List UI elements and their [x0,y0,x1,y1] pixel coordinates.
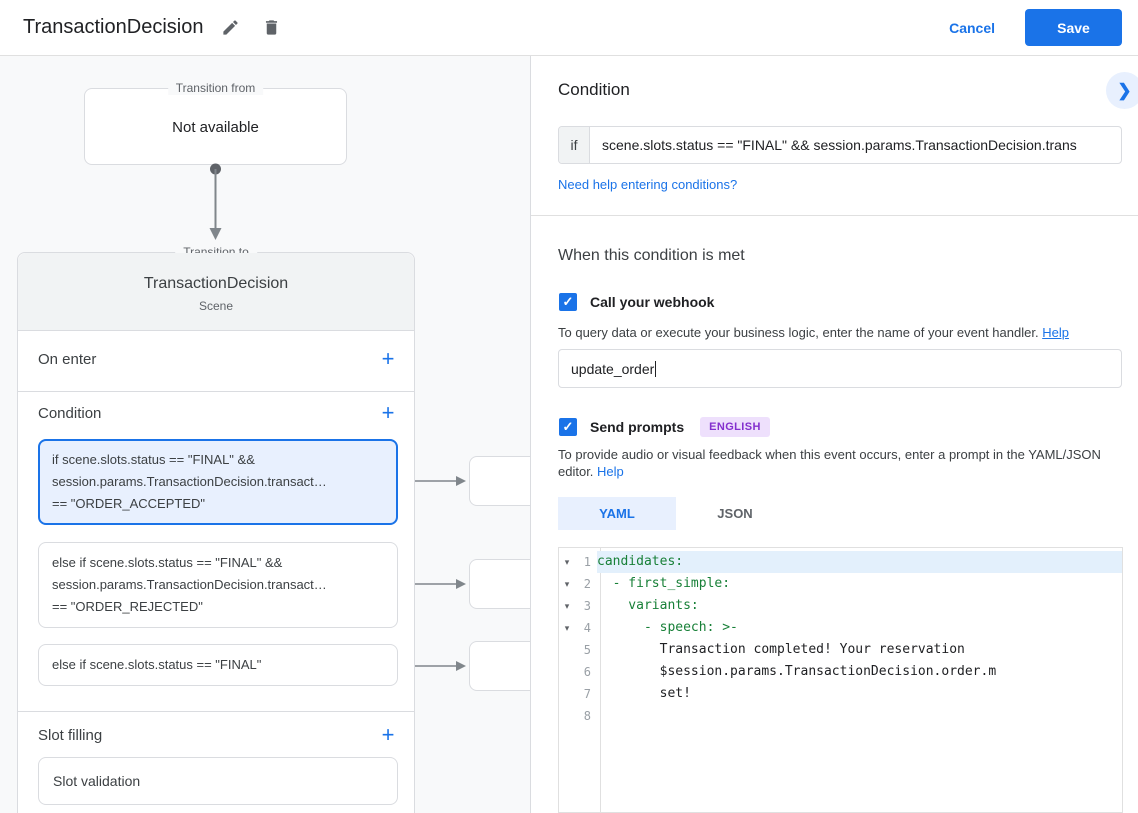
prompts-help-link[interactable]: Help [597,464,624,479]
condition-item-line: else if scene.slots.status == "FINAL" && [52,555,283,570]
webhook-name-value: update_order [571,360,655,377]
fold-toggle-icon[interactable]: ▾ [564,578,570,589]
transition-target-box[interactable] [469,559,530,609]
on-enter-label: On enter [38,351,97,368]
code-line[interactable]: set! [597,686,691,701]
transition-from-content: Not available [172,119,259,136]
prompts-label: Send prompts [590,419,685,435]
line-number: 5 [583,643,591,657]
line-number: 3 [583,599,591,613]
line-number: 2 [583,577,591,591]
condition-editor-panel: Condition ❯ if scene.slots.status == "FI… [531,56,1138,813]
webhook-helper-text: To query data or execute your business l… [558,325,1039,340]
collapse-panel-button[interactable]: ❯ [1106,72,1138,109]
fold-toggle-icon[interactable]: ▾ [564,556,570,567]
page-title: TransactionDecision [23,16,204,38]
transition-target-box[interactable] [469,456,530,506]
editor-line: 7 set! [559,683,1122,705]
section-divider [18,391,414,392]
condition-input[interactable]: if scene.slots.status == "FINAL" && sess… [558,126,1122,164]
webhook-helper: To query data or execute your business l… [558,324,1069,341]
conditions-help-link[interactable]: Need help entering conditions? [558,177,738,192]
gutter-separator [600,548,601,812]
chevron-right-icon: ❯ [1117,80,1132,100]
prompts-helper: To provide audio or visual feedback when… [558,446,1120,480]
transition-from-box: Transition from Not available [84,81,347,165]
tab-yaml[interactable]: YAML [558,497,676,530]
edit-button[interactable] [217,14,244,41]
editor-line: ▾ 3 variants: [559,595,1122,617]
prompts-checkbox[interactable]: ✓ [559,418,577,436]
scene-name: TransactionDecision [143,275,289,292]
section-divider [18,711,414,712]
check-icon: ✓ [562,419,574,434]
line-number: 7 [583,687,591,701]
line-number: 8 [583,709,591,723]
webhook-checkbox-row: ✓ Call your webhook [559,293,714,311]
condition-item-line: else if scene.slots.status == "FINAL" [52,657,262,672]
code-line[interactable] [597,705,1122,727]
slot-filling-label: Slot filling [38,727,103,744]
editor-line: ▾ 2 - first_simple: [559,573,1122,595]
code-line[interactable]: variants: [597,598,699,613]
panel-title: Condition [558,80,630,99]
if-prefix-label: if [559,127,590,163]
condition-value: scene.slots.status == "FINAL" && session… [602,137,1077,153]
condition-item[interactable]: else if scene.slots.status == "FINAL" [38,644,398,686]
transition-target-box[interactable] [469,641,530,691]
transition-from-legend: Transition from [167,81,264,95]
add-condition-button[interactable]: + [376,401,400,425]
delete-button[interactable] [258,14,285,41]
text-caret [655,360,657,377]
cancel-button[interactable]: Cancel [949,19,995,36]
webhook-help-link[interactable]: Help [1042,325,1069,340]
condition-section-label: Condition [38,405,102,422]
scene-card-header[interactable]: TransactionDecision Scene [18,253,414,331]
code-line[interactable]: Transaction completed! Your reservation [597,642,965,657]
condition-item-line: if scene.slots.status == "FINAL" && [52,452,255,467]
editor-line: 6 $session.params.TransactionDecision.or… [559,661,1122,683]
slot-validation-item[interactable]: Slot validation [38,757,398,805]
scene-flow-canvas: Transition from Not available Transition… [0,56,531,813]
code-line[interactable]: - speech: >- [597,620,738,635]
scene-type-label: Scene [198,299,234,313]
when-met-title: When this condition is met [558,247,745,264]
line-number: 1 [583,555,591,569]
code-line[interactable]: - first_simple: [597,576,731,591]
fold-toggle-icon[interactable]: ▾ [564,622,570,633]
language-badge: ENGLISH [700,417,770,437]
yaml-editor[interactable]: ▾ 1 candidates: ▾ 2 - first_simple: ▾ 3 varian… [558,547,1123,813]
prompts-checkbox-row: ✓ Send prompts ENGLISH [559,417,770,437]
trash-icon [266,20,278,35]
prompts-helper-text: To provide audio or visual feedback when… [558,447,1101,479]
line-number: 6 [583,665,591,679]
line-number: 4 [583,621,591,635]
editor-tabs: YAML JSON [558,497,794,530]
webhook-checkbox[interactable]: ✓ [559,293,577,311]
webhook-label: Call your webhook [590,294,715,310]
scene-card: Transition to TransactionDecision Scene … [17,245,415,813]
webhook-name-input[interactable]: update_order [558,349,1122,388]
save-button[interactable]: Save [1025,9,1122,46]
editor-line: ▾ 4 - speech: >- [559,617,1122,639]
fold-toggle-icon[interactable]: ▾ [564,600,570,611]
check-icon: ✓ [562,294,574,309]
condition-item-line: session.params.TransactionDecision.trans… [52,577,327,592]
code-line[interactable]: $session.params.TransactionDecision.orde… [597,664,997,679]
pencil-icon [223,20,239,35]
condition-item[interactable]: if scene.slots.status == "FINAL" && sessi… [38,439,398,525]
editor-line: ▾ 1 candidates: [559,551,1122,573]
tab-json[interactable]: JSON [717,506,753,521]
code-line[interactable]: candidates: [597,551,1122,573]
condition-item-line: session.params.TransactionDecision.trans… [52,474,327,489]
add-on-enter-button[interactable]: + [376,347,400,371]
condition-item-line: == "ORDER_REJECTED" [52,599,203,614]
editor-line: 5 Transaction completed! Your reservatio… [559,639,1122,661]
editor-line: 8 [559,705,1122,727]
condition-item[interactable]: else if scene.slots.status == "FINAL" &&… [38,542,398,628]
condition-item-line: == "ORDER_ACCEPTED" [52,496,205,511]
panel-divider [531,215,1138,216]
add-slot-button[interactable]: + [376,723,400,747]
top-bar: TransactionDecision Cancel Save [0,0,1138,56]
